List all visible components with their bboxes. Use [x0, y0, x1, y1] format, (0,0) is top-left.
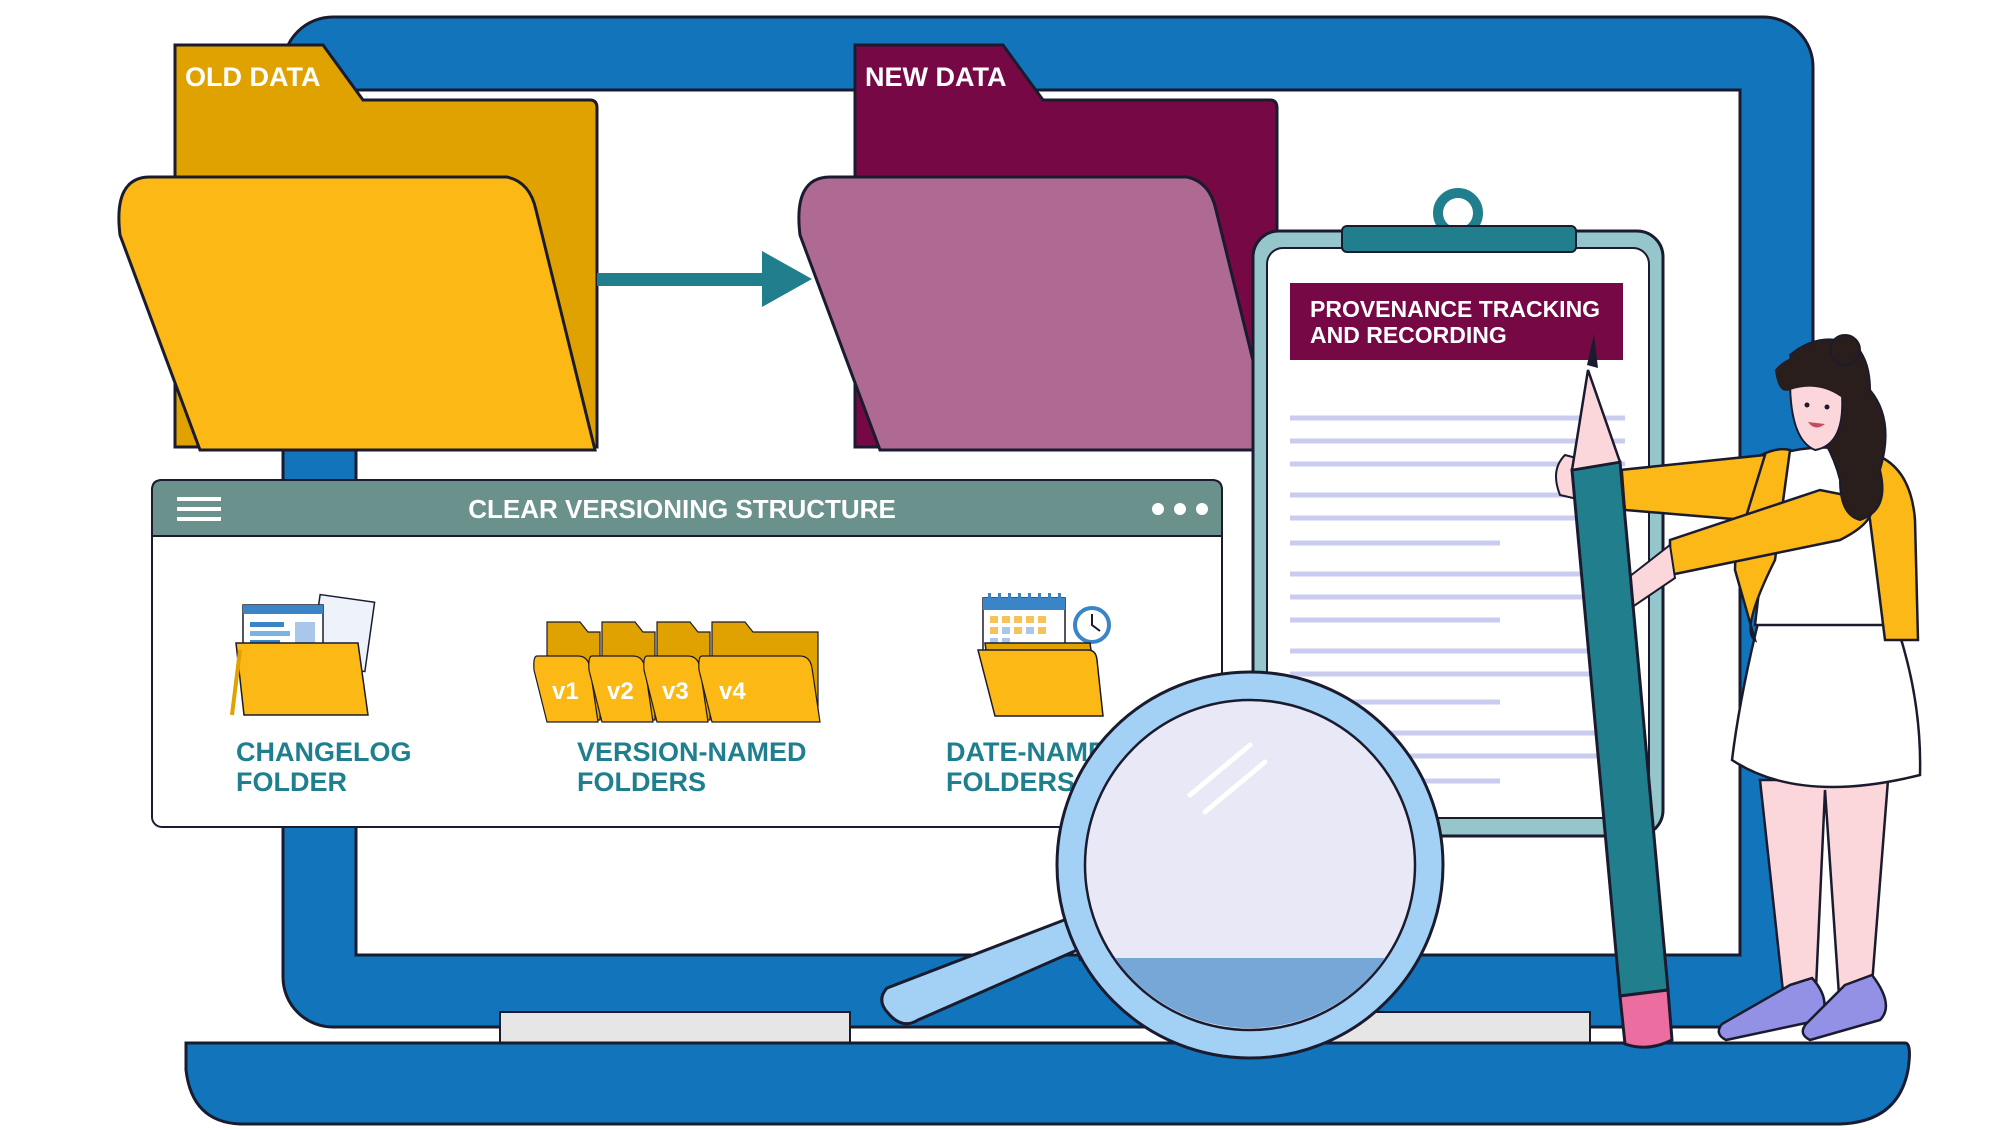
magnifier-glare	[1187, 742, 1268, 815]
date-named-folders-item[interactable]: DATE-NAMED FOLDERS	[946, 593, 1125, 797]
clipboard-clip	[1341, 225, 1577, 253]
woman-hair-bun	[1829, 334, 1861, 366]
clipboard-heading-line1: PROVENANCE TRACKING	[1310, 296, 1600, 322]
old-folder-front	[117, 175, 597, 452]
version-tab-v1: v1	[552, 678, 579, 705]
changelog-label-line2: FOLDER	[236, 767, 347, 797]
pencil-eraser	[1618, 988, 1674, 1049]
panel-title: CLEAR VERSIONING STRUCTURE	[468, 494, 896, 524]
woman-shoe-left	[1717, 976, 1826, 1042]
more-dots-icon[interactable]	[1152, 503, 1208, 515]
woman-bangs	[1775, 354, 1845, 400]
magnifying-glass-icon	[880, 670, 1445, 1060]
panel-header	[151, 479, 1223, 537]
magnifier-handle	[880, 915, 1103, 1026]
version-label-line2: FOLDERS	[577, 767, 706, 797]
changelog-label-line1: CHANGELOG	[236, 737, 412, 767]
changelog-folder-icon	[230, 593, 376, 716]
version-tab-v4: v4	[719, 678, 746, 705]
pencil-lead	[1587, 334, 1598, 368]
version-named-folders-item[interactable]: v1 v2 v3 v4 VERSION-NAMED FOLDERS	[533, 621, 821, 797]
pencil-icon	[1570, 334, 1674, 1049]
magnifier-lens	[1083, 698, 1417, 1032]
old-data-folder: OLD DATA	[117, 43, 599, 452]
clock-icon	[1073, 606, 1111, 644]
magnifier-lens-shadow	[1115, 958, 1385, 1029]
new-data-folder: NEW DATA	[797, 43, 1279, 452]
woman-figure	[1555, 334, 1922, 1042]
woman-shoe-right	[1801, 973, 1888, 1042]
date-folder-icon	[977, 642, 1104, 717]
pencil-wood-tip	[1570, 369, 1622, 472]
laptop-base	[184, 1041, 1911, 1126]
woman-skirt	[1730, 613, 1922, 789]
changelog-folder-item[interactable]: CHANGELOG FOLDER	[230, 593, 412, 797]
version-folders-icon	[533, 621, 821, 723]
date-label-line2: FOLDERS	[946, 767, 1075, 797]
new-folder-label: NEW DATA	[865, 62, 1006, 92]
versioning-panel: CLEAR VERSIONING STRUCTURE CHANGELOG FOL…	[151, 479, 1223, 828]
clipboard-heading-line2: AND RECORDING	[1310, 322, 1507, 348]
transition-arrow	[597, 251, 812, 307]
new-folder-front	[797, 175, 1277, 452]
version-label-line1: VERSION-NAMED	[577, 737, 807, 767]
version-tab-v3: v3	[662, 678, 689, 705]
laptop-hinge	[499, 1011, 851, 1047]
clipboard-heading-box	[1290, 283, 1623, 360]
version-tab-v2: v2	[607, 678, 634, 705]
arrow-head	[762, 251, 812, 307]
hamburger-menu-icon[interactable]	[177, 497, 221, 521]
old-folder-label: OLD DATA	[185, 62, 320, 92]
clipboard-icon: PROVENANCE TRACKING AND RECORDING	[1251, 188, 1665, 838]
